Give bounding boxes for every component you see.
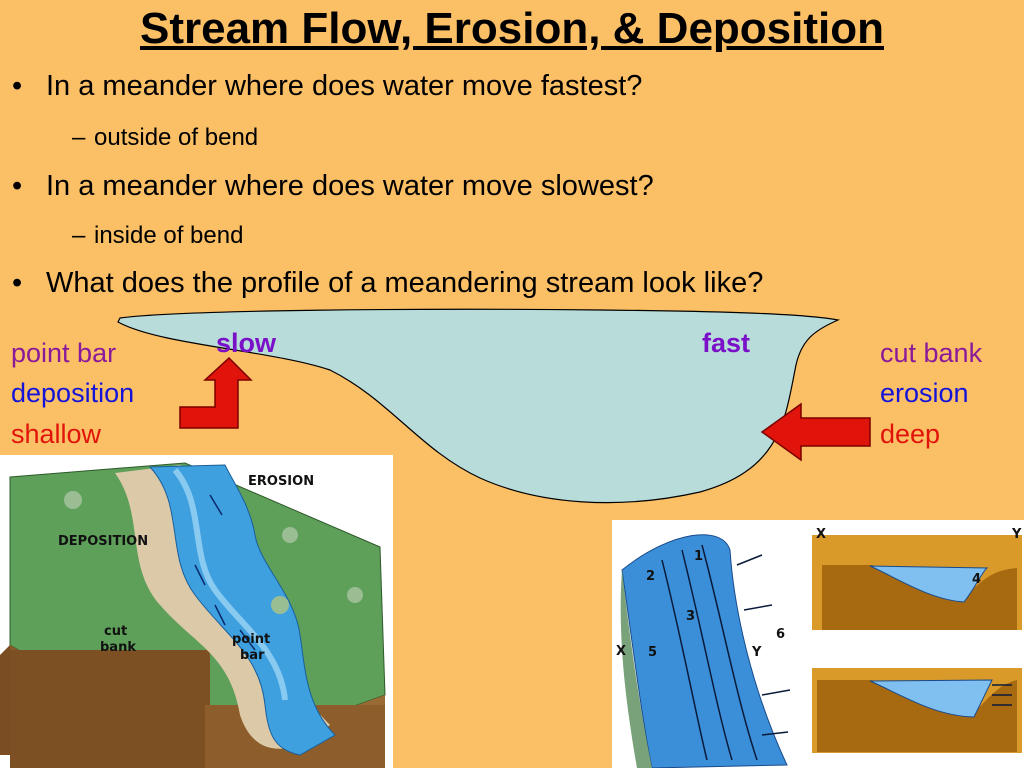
bar-text: bar [240, 648, 265, 663]
sub-bullet-text: inside of bend [94, 222, 244, 249]
y-label-plan: Y [751, 645, 762, 660]
marker-5: 5 [648, 645, 657, 660]
bullet-text: In a meander where does water move slowe… [46, 170, 654, 202]
fast-label: fast [702, 328, 751, 358]
sub-bullet-text: outside of bend [94, 124, 259, 151]
sub-marker: – [72, 222, 86, 249]
slow-label: slow [216, 328, 277, 358]
cut-text: cut [104, 624, 127, 639]
erosion-text: EROSION [248, 474, 314, 489]
bullet-marker: • [12, 70, 23, 102]
y-label-section: Y [1011, 527, 1022, 542]
bullet-marker: • [12, 267, 23, 299]
marker-6: 6 [776, 627, 785, 642]
sub-marker: – [72, 124, 86, 151]
sub-bullet: –outside of bend [72, 124, 258, 152]
cut-bank-label: cut bank [880, 338, 983, 368]
sub-bullet: –inside of bend [72, 222, 243, 250]
marker-3: 3 [686, 609, 695, 624]
meander-block-diagram: EROSION DEPOSITION cut bank point bar [0, 455, 393, 768]
marker-1: 1 [694, 549, 703, 564]
bullet-item: • What does the profile of a meandering s… [12, 267, 763, 300]
point-bar-label: point bar [11, 338, 117, 368]
deposition-text: DEPOSITION [58, 534, 148, 549]
bank-text: bank [100, 640, 136, 655]
deep-label: deep [880, 419, 941, 449]
bullet-text: What does the profile of a meandering st… [46, 267, 764, 299]
meander-cross-section-diagram: X Y X Y 1 2 3 4 5 6 [612, 520, 1024, 768]
x-label-left: X [616, 644, 626, 659]
x-label-section: X [816, 527, 826, 542]
shallow-label: shallow [11, 419, 102, 449]
bullet-item: • In a meander where does water move fast… [12, 70, 642, 103]
point-text: point [232, 632, 270, 647]
marker-2: 2 [646, 569, 655, 584]
slide-title: Stream Flow, Erosion, & Deposition [139, 4, 884, 53]
marker-4: 4 [972, 572, 981, 587]
erosion-arrow-icon [760, 402, 871, 462]
erosion-label: erosion [880, 378, 969, 408]
bullet-marker: • [12, 170, 23, 202]
deposition-label: deposition [11, 378, 135, 408]
bullet-item: • In a meander where does water move slow… [12, 170, 654, 203]
bullet-text: In a meander where does water move faste… [46, 70, 643, 102]
deposition-arrow-icon [179, 356, 253, 429]
